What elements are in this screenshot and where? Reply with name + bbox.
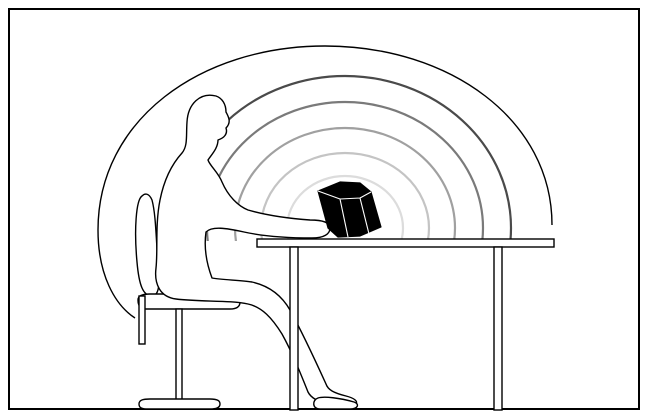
table-leg-left: [290, 247, 298, 410]
table-leg-right: [494, 247, 502, 410]
table-top: [257, 239, 554, 247]
person-silhouette-icon: [156, 95, 358, 409]
table-icon: [257, 239, 554, 410]
